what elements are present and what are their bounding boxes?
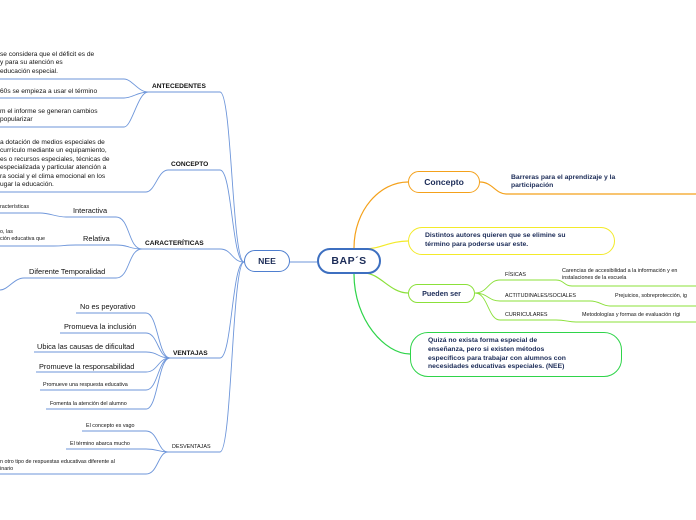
autores-node[interactable]: Distintos autores quieren que se elimine… — [408, 227, 615, 255]
ventajas-label[interactable]: VENTAJAS — [173, 350, 208, 357]
actitudinales-detail[interactable]: Prejuicios, sobreprotección, ig — [615, 293, 687, 299]
antecedente-1-line-3: educación especial. — [0, 67, 58, 75]
antecedente-item-2[interactable]: 60s se empieza a usar el término — [0, 88, 97, 96]
fisicas-detail-line-2: instalaciones de la escuela — [562, 274, 627, 281]
fisicas-detail[interactable]: Carencias de accesibilidad a la informac… — [562, 268, 677, 282]
quiza-line-2: enseñanza, pero si existen métodos — [428, 345, 545, 353]
desventaja-item-2[interactable]: El término abarca mucho — [70, 441, 130, 447]
concepto-bap-label: Concepto — [424, 177, 464, 187]
fisicas-label[interactable]: FÍSICAS — [505, 272, 526, 278]
antecedente-item-1[interactable]: se considera que el déficit es de y para… — [0, 51, 94, 76]
relativa-detail-line-1: o, las — [0, 229, 13, 235]
relativa-detail-line-2: ción educativa que — [0, 235, 45, 242]
antecedentes-label[interactable]: ANTECEDENTES — [152, 83, 206, 90]
quiza-line-1: Quizá no exista forma especial de — [428, 337, 538, 345]
ventaja-item-2[interactable]: Promueva la inclusión — [64, 322, 137, 331]
antecedente-2-line-1: 60s se empieza a usar el término — [0, 88, 98, 95]
desventaja-item-3[interactable]: n otro tipo de respuestas educativas dif… — [0, 459, 115, 473]
desventaja-3-line-1: n otro tipo de respuestas educativas dif… — [0, 459, 115, 465]
pueden-ser-node[interactable]: Pueden ser — [408, 284, 475, 303]
center-node[interactable]: BAP´S — [317, 248, 381, 274]
interactiva-label[interactable]: Interactiva — [73, 206, 108, 215]
concepto-bap-detail-line-2: participación — [511, 182, 554, 190]
antecedente-1-line-1: se considera que el déficit es de — [0, 51, 95, 58]
concepto-line-5: ra social y el clima emocional en los — [0, 172, 106, 180]
autores-line-1: Distintos autores quieren que se elimine… — [425, 232, 566, 240]
concepto-line-3: es o recursos especiales, técnicas de — [0, 155, 110, 163]
antecedente-item-3[interactable]: m el informe se generan cambios populari… — [0, 108, 98, 125]
pueden-ser-label: Pueden ser — [422, 289, 461, 298]
ventaja-item-1[interactable]: No es peyorativo — [80, 302, 136, 311]
concepto-nee-label[interactable]: CONCEPTO — [171, 161, 209, 168]
concepto-bap-node[interactable]: Concepto — [408, 171, 480, 193]
autores-line-2: término para poderse usar este. — [425, 241, 529, 248]
ventaja-item-5[interactable]: Promueve una respuesta educativa — [43, 382, 128, 388]
interactiva-detail[interactable]: racterísticas — [0, 204, 30, 210]
nee-label: NEE — [258, 256, 276, 266]
caracteristicas-label[interactable]: CARACTERÍTICAS — [145, 240, 204, 247]
ventaja-item-6[interactable]: Fomenta la atención del alumno — [50, 401, 127, 407]
desventaja-3-line-2: inario — [0, 465, 14, 472]
quiza-line-3: específicos para trabajar con alumnos co… — [428, 354, 566, 362]
nee-node[interactable]: NEE — [244, 250, 290, 272]
curriculares-detail[interactable]: Metodologías y formas de evaluación rígi — [582, 312, 681, 318]
quiza-line-4: necesidades educativas especiales. (NEE) — [428, 363, 565, 371]
concepto-nee-text[interactable]: a dotación de medios especiales de currí… — [0, 139, 110, 189]
temporalidad-label[interactable]: Diferente Temporalidad — [29, 267, 106, 276]
fisicas-detail-line-1: Carencias de accesibilidad a la informac… — [562, 268, 678, 274]
antecedente-3-line-2: popularizar — [0, 116, 33, 124]
concepto-line-4: especializada y particular atención a — [0, 164, 107, 172]
relativa-label[interactable]: Relativa — [83, 234, 110, 243]
ventaja-item-4[interactable]: Promueve la responsabilidad — [39, 362, 135, 371]
concepto-line-1: a dotación de medios especiales de — [0, 139, 105, 146]
desventaja-item-1[interactable]: El concepto es vago — [86, 423, 135, 429]
concepto-bap-detail[interactable]: Barreras para el aprendizaje y la partic… — [511, 174, 615, 191]
concepto-line-6: ugar la educación. — [0, 181, 54, 189]
actitudinales-label[interactable]: ACTITUDINALES/SOCIALES — [505, 293, 576, 299]
quiza-node[interactable]: Quizá no exista forma especial de enseña… — [410, 332, 622, 377]
curriculares-label[interactable]: CURRICULARES — [505, 312, 548, 318]
antecedente-1-line-2: y para su atención es — [0, 59, 63, 67]
concepto-line-2: currículo mediante un equipamiento, — [0, 147, 107, 155]
ventaja-item-3[interactable]: Ubica las causas de dificultad — [37, 342, 135, 351]
antecedente-3-line-1: m el informe se generan cambios — [0, 108, 98, 115]
concepto-bap-detail-line-1: Barreras para el aprendizaje y la — [511, 174, 616, 181]
center-label: BAP´S — [331, 255, 367, 267]
relativa-detail[interactable]: o, las ción educativa que — [0, 229, 45, 243]
desventajas-label[interactable]: DESVENTAJAS — [172, 444, 211, 450]
